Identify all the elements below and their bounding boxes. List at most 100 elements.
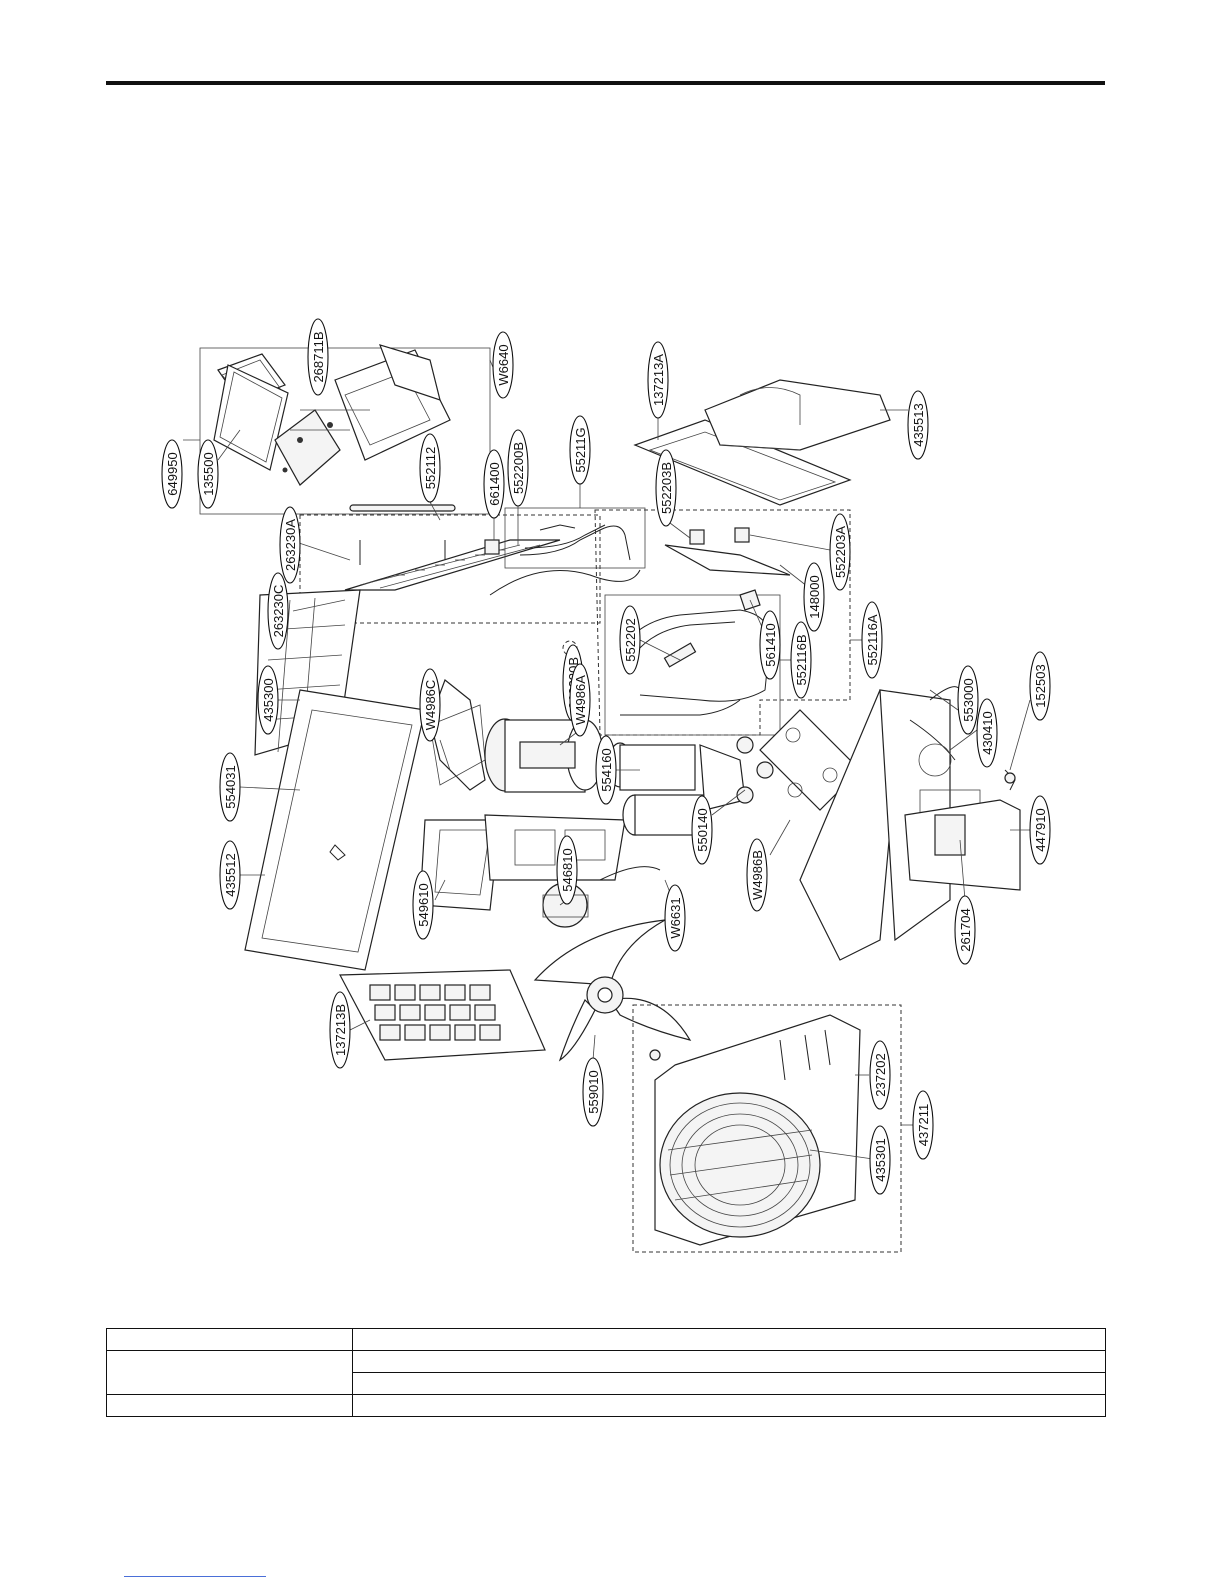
control-box-assembly xyxy=(199,344,491,515)
svg-text:430410: 430410 xyxy=(980,711,995,754)
table-cell xyxy=(352,1394,1106,1417)
table-cell xyxy=(352,1350,1106,1373)
header-rule xyxy=(106,81,1105,85)
callout-435301: 435301 xyxy=(869,1125,891,1195)
footer-link-underline xyxy=(124,1576,266,1577)
callout-435512: 435512 xyxy=(219,840,241,910)
svg-text:137213A: 137213A xyxy=(651,354,666,406)
callout-152503: 152503 xyxy=(1029,651,1051,721)
svg-text:W6631: W6631 xyxy=(668,897,683,938)
callout-437211: 437211 xyxy=(912,1090,934,1160)
propeller-fan xyxy=(533,919,692,1062)
callout-268711B: 268711B xyxy=(307,318,329,396)
svg-text:263230C: 263230C xyxy=(271,585,286,638)
callout-135500: 135500 xyxy=(197,439,219,509)
callout-435300: 435300 xyxy=(257,665,279,735)
svg-text:552203A: 552203A xyxy=(833,526,848,578)
table-cell xyxy=(106,1394,353,1417)
svg-text:552202: 552202 xyxy=(623,618,638,661)
callout-549610: 549610 xyxy=(412,870,434,940)
callout-263230A: 263230A xyxy=(279,506,301,584)
callout-261704: 261704 xyxy=(954,895,976,965)
svg-text:559010: 559010 xyxy=(586,1070,601,1113)
callout-137213B: 137213B xyxy=(329,991,351,1069)
callout-553000: 553000 xyxy=(957,665,979,735)
svg-text:261704: 261704 xyxy=(958,908,973,951)
svg-text:148000: 148000 xyxy=(807,575,822,618)
callout-552116B: 552116B xyxy=(790,621,812,699)
svg-text:550140: 550140 xyxy=(695,808,710,851)
table-cell xyxy=(106,1350,353,1395)
callout-561410: 561410 xyxy=(759,610,781,680)
svg-text:552116B: 552116B xyxy=(794,634,809,685)
callout-W4986C: W4986C xyxy=(419,668,441,742)
callout-W4986A: W4986A xyxy=(569,663,591,737)
side-panel-assembly xyxy=(799,686,1021,961)
callout-661400: 661400 xyxy=(483,449,505,519)
pipe-set xyxy=(484,507,646,569)
svg-text:552112: 552112 xyxy=(423,447,438,489)
callout-559010: 559010 xyxy=(582,1057,604,1127)
svg-text:661400: 661400 xyxy=(487,462,502,505)
front-grille xyxy=(339,969,546,1061)
callout-550140: 550140 xyxy=(691,795,713,865)
compressor xyxy=(484,718,774,836)
svg-text:W4986C: W4986C xyxy=(423,680,438,731)
callout-554160: 554160 xyxy=(595,735,617,805)
callout-137213A: 137213A xyxy=(647,341,669,419)
front-panel xyxy=(632,1004,902,1253)
callout-W4986B: W4986B xyxy=(746,838,768,912)
callout-263230C: 263230C xyxy=(267,572,289,650)
svg-text:435513: 435513 xyxy=(911,403,926,446)
svg-text:553000: 553000 xyxy=(961,678,976,721)
callout-148000: 148000 xyxy=(803,562,825,632)
callout-546810: 546810 xyxy=(556,835,578,905)
svg-text:435301: 435301 xyxy=(873,1138,888,1181)
table-cell xyxy=(352,1328,1106,1351)
callout-W6640: W6640 xyxy=(492,331,514,399)
svg-text:546810: 546810 xyxy=(560,848,575,891)
svg-text:W6640: W6640 xyxy=(496,344,511,385)
callout-649950: 649950 xyxy=(161,439,183,509)
table-row xyxy=(106,1350,1106,1395)
callout-W6631: W6631 xyxy=(664,884,686,952)
svg-text:152503: 152503 xyxy=(1033,664,1048,707)
table-cell xyxy=(352,1372,1106,1395)
fan-motor-assembly xyxy=(419,679,661,928)
callout-552203B: 552203B xyxy=(655,449,677,527)
callout-237202: 237202 xyxy=(869,1040,891,1110)
callout-554031: 554031 xyxy=(219,752,241,822)
top-cover xyxy=(633,379,891,506)
callout-552116A: 552116A xyxy=(861,601,883,679)
callout-552203A: 552203A xyxy=(829,513,851,591)
valve-bracket-assembly xyxy=(594,509,851,736)
svg-text:437211: 437211 xyxy=(916,1104,931,1146)
callout-55211G: 55211G xyxy=(569,415,591,485)
callout-552200B: 552200B xyxy=(507,429,529,507)
callout-447910: 447910 xyxy=(1029,795,1051,865)
svg-text:554031: 554031 xyxy=(223,765,238,808)
table-cell xyxy=(106,1328,353,1351)
svg-text:268711B: 268711B xyxy=(311,331,326,382)
svg-text:135500: 135500 xyxy=(201,452,216,495)
callout-435513: 435513 xyxy=(907,390,929,460)
svg-text:435300: 435300 xyxy=(261,678,276,721)
svg-text:263230A: 263230A xyxy=(283,519,298,571)
svg-text:447910: 447910 xyxy=(1033,808,1048,851)
svg-text:W4986B: W4986B xyxy=(750,850,765,900)
callout-430410: 430410 xyxy=(976,698,998,768)
svg-text:55211G: 55211G xyxy=(573,427,588,472)
svg-text:552116A: 552116A xyxy=(865,614,880,665)
svg-text:561410: 561410 xyxy=(763,623,778,666)
table-row xyxy=(106,1328,1106,1351)
svg-text:237202: 237202 xyxy=(873,1053,888,1096)
svg-text:649950: 649950 xyxy=(165,452,180,495)
svg-text:552200B: 552200B xyxy=(511,442,526,494)
svg-text:552203B: 552203B xyxy=(659,462,674,514)
svg-text:435512: 435512 xyxy=(223,853,238,896)
table-row xyxy=(106,1394,1106,1417)
reference-table xyxy=(106,1328,1106,1417)
svg-text:554160: 554160 xyxy=(599,748,614,791)
svg-text:137213B: 137213B xyxy=(333,1004,348,1056)
